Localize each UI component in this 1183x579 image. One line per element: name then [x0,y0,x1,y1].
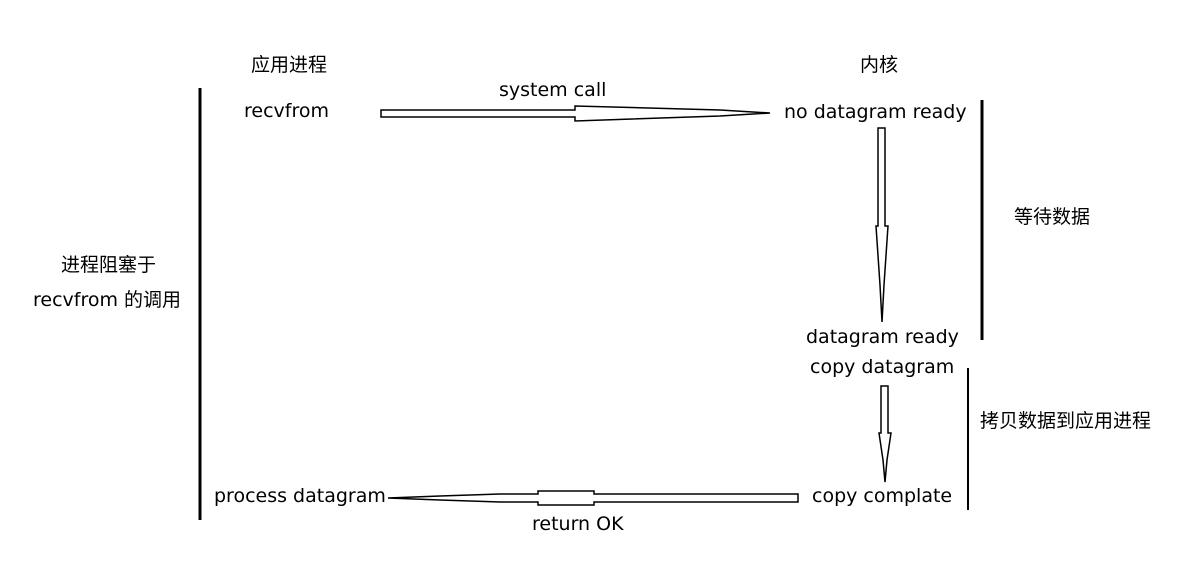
return-ok-label: return OK [532,513,624,535]
app-process-header: 应用进程 [251,54,328,76]
datagram-ready-label: datagram ready [806,326,959,348]
blocking-note-line1: 进程阻塞于 [61,254,157,276]
return-ok-arrow [387,490,799,506]
wait-data-phase-label: 等待数据 [1014,206,1091,228]
system-call-label: system call [499,79,607,101]
process-datagram-label: process datagram [214,485,386,507]
system-call-arrow [380,105,771,122]
blocking-note-line2: recvfrom 的调用 [33,289,182,311]
copy-complate-label: copy complate [812,485,953,507]
wait-data-arrow [875,127,889,323]
copy-data-arrow [878,385,892,483]
copy-data-phase-label: 拷贝数据到应用进程 [980,410,1152,432]
recvfrom-label: recvfrom [244,100,329,122]
copy-datagram-label: copy datagram [810,356,955,378]
no-datagram-ready-label: no datagram ready [784,101,967,123]
kernel-header: 内核 [860,54,899,76]
